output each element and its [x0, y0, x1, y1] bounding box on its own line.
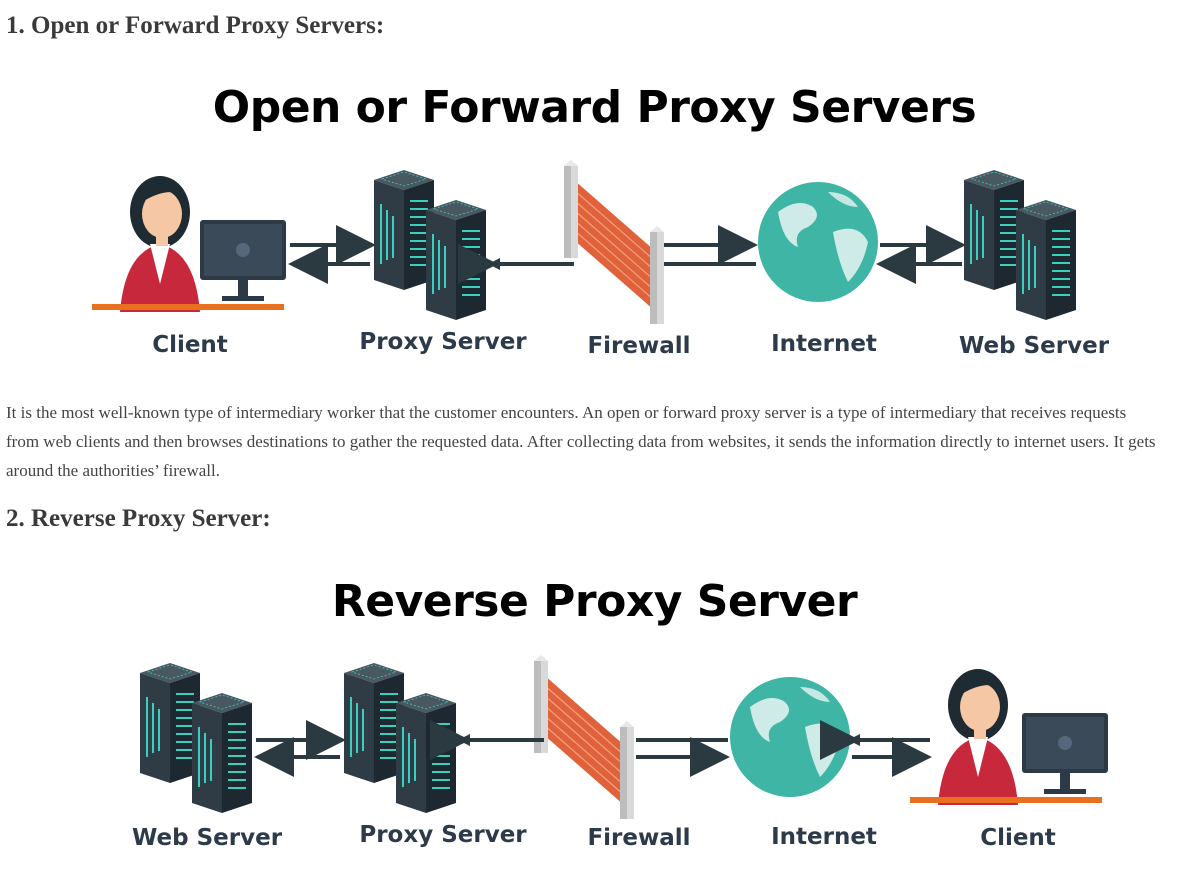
diagram-title-reverse-proxy: Reverse Proxy Server: [331, 576, 858, 627]
proxy-server-icon: [344, 663, 456, 813]
label-firewall: Firewall: [587, 825, 691, 851]
label-client: Client: [980, 825, 1056, 851]
label-proxy-server: Proxy Server: [359, 822, 527, 848]
web-server-icon: [964, 170, 1076, 320]
firewall-icon: [563, 159, 665, 325]
diagram-title-forward-proxy: Open or Forward Proxy Servers: [212, 82, 977, 133]
label-internet: Internet: [771, 331, 877, 357]
label-firewall: Firewall: [587, 333, 691, 359]
label-proxy-server: Proxy Server: [359, 329, 527, 355]
client-person-icon: [910, 669, 1108, 805]
flow-arrows: [254, 720, 932, 777]
firewall-icon: [533, 654, 635, 820]
label-client: Client: [152, 332, 228, 358]
label-web-server: Web Server: [131, 825, 283, 851]
section-heading-forward-proxy: 1. Open or Forward Proxy Servers:: [6, 12, 385, 39]
globe-icon: [758, 182, 878, 302]
section-heading-reverse-proxy: 2. Reverse Proxy Server:: [6, 505, 271, 532]
label-web-server: Web Server: [958, 333, 1110, 359]
forward-proxy-description: It is the most well-known type of interm…: [6, 403, 1156, 480]
label-internet: Internet: [771, 824, 877, 850]
client-person-icon: [92, 176, 286, 312]
web-server-icon: [140, 663, 252, 813]
globe-icon: [730, 677, 850, 797]
flow-arrows: [288, 225, 966, 284]
proxy-server-icon: [374, 170, 486, 320]
forward-proxy-diagram: [92, 159, 1201, 325]
reverse-proxy-diagram: [0, 654, 1108, 820]
